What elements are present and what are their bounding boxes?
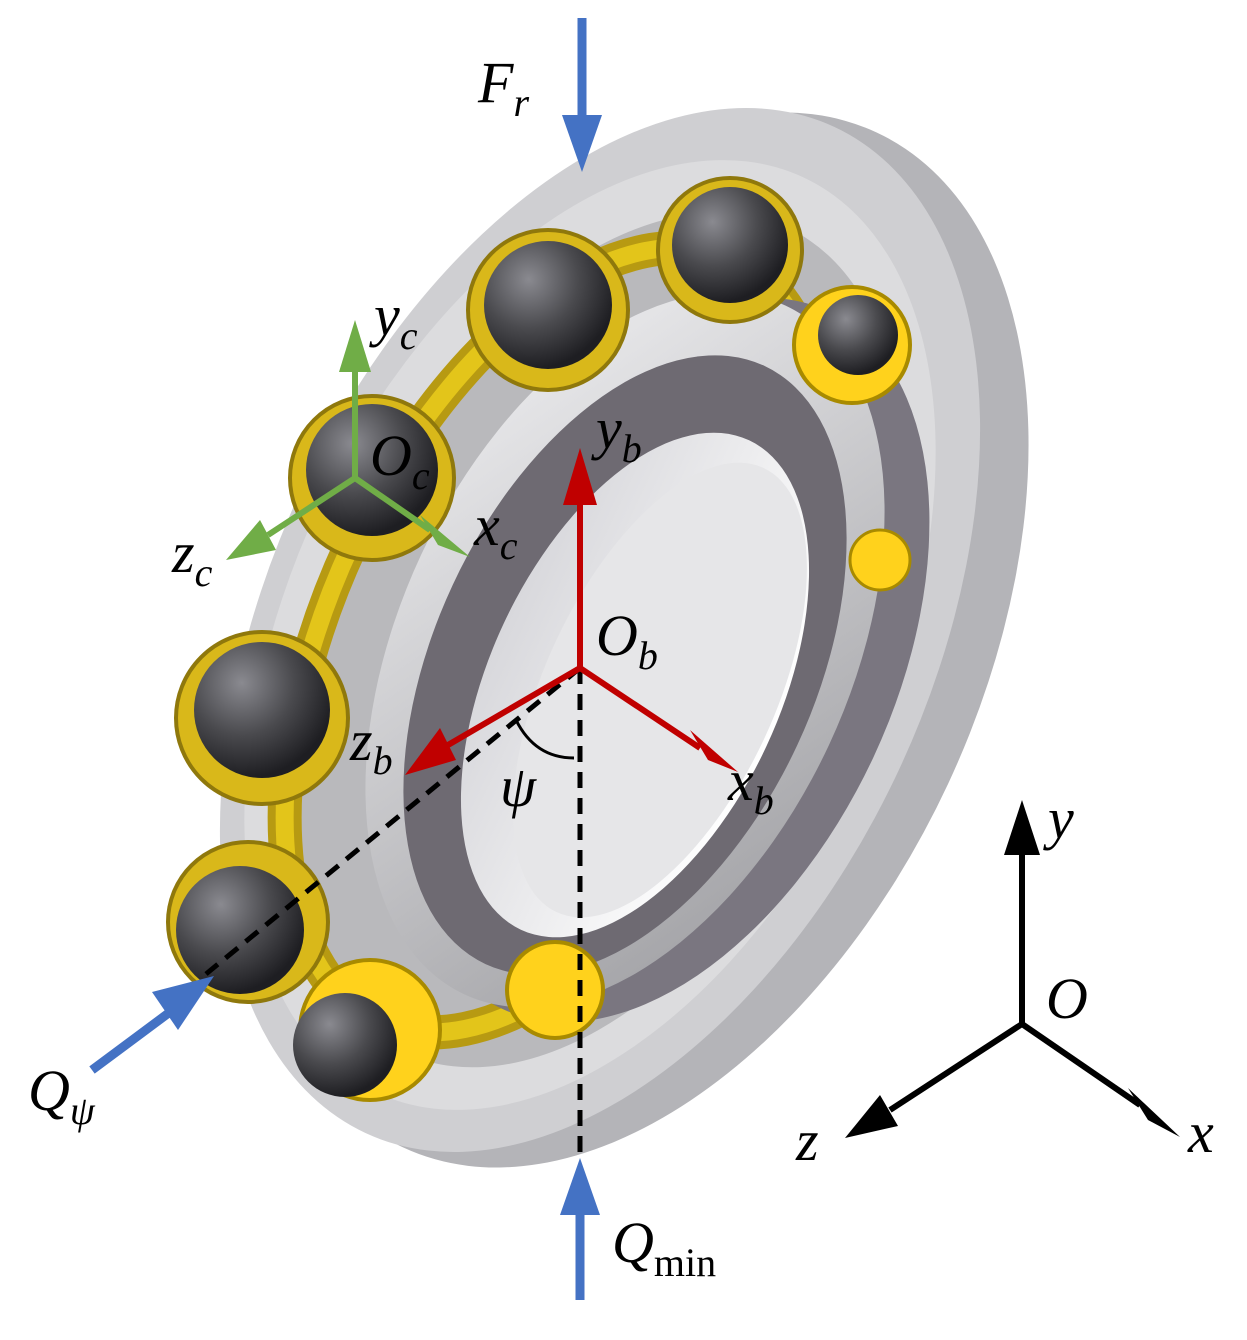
psi-angle-arc (514, 719, 575, 760)
ball-pocket (848, 528, 912, 592)
body-frame (405, 448, 738, 775)
label-yb: yb (591, 396, 642, 471)
label-xb: xb (727, 748, 774, 823)
labels: Fr yc Oc xc zc yb Ob zb xb ψ Qψ Qmin y O… (28, 50, 1214, 1285)
ball-pocket (656, 176, 804, 324)
label-xc: xc (473, 493, 518, 568)
q-min-arrow (560, 1158, 600, 1300)
ball-pocket (166, 840, 330, 1004)
label-psi: ψ (500, 754, 537, 819)
label-q-min: Qmin (612, 1210, 716, 1285)
ball-pocket (505, 940, 605, 1040)
label-y: y (1043, 786, 1074, 851)
inner-ring (365, 292, 930, 1023)
ball-pocket (174, 630, 350, 806)
label-z: z (795, 1108, 819, 1173)
label-o: O (1046, 966, 1088, 1031)
cage-frame (226, 320, 470, 560)
ball-pocket (466, 228, 630, 392)
reference-lines (204, 666, 583, 1158)
label-x: x (1187, 1100, 1214, 1165)
label-q-psi: Qψ (28, 1058, 96, 1133)
label-yc: yc (369, 283, 418, 358)
q-psi-arrow (89, 976, 214, 1074)
label-zb: zb (349, 708, 393, 783)
dashed-line-q-psi (204, 666, 582, 976)
radial-load-arrow (562, 18, 602, 172)
ball-pocket (792, 285, 912, 405)
label-ob: Ob (596, 603, 658, 678)
load-arrows (89, 18, 602, 1300)
ball-pocket (293, 958, 442, 1102)
label-fr: Fr (477, 50, 529, 125)
bearing-illustration (166, 108, 1029, 1168)
label-zc: zc (171, 520, 213, 595)
label-oc: Oc (370, 423, 430, 498)
global-frame (845, 800, 1180, 1138)
